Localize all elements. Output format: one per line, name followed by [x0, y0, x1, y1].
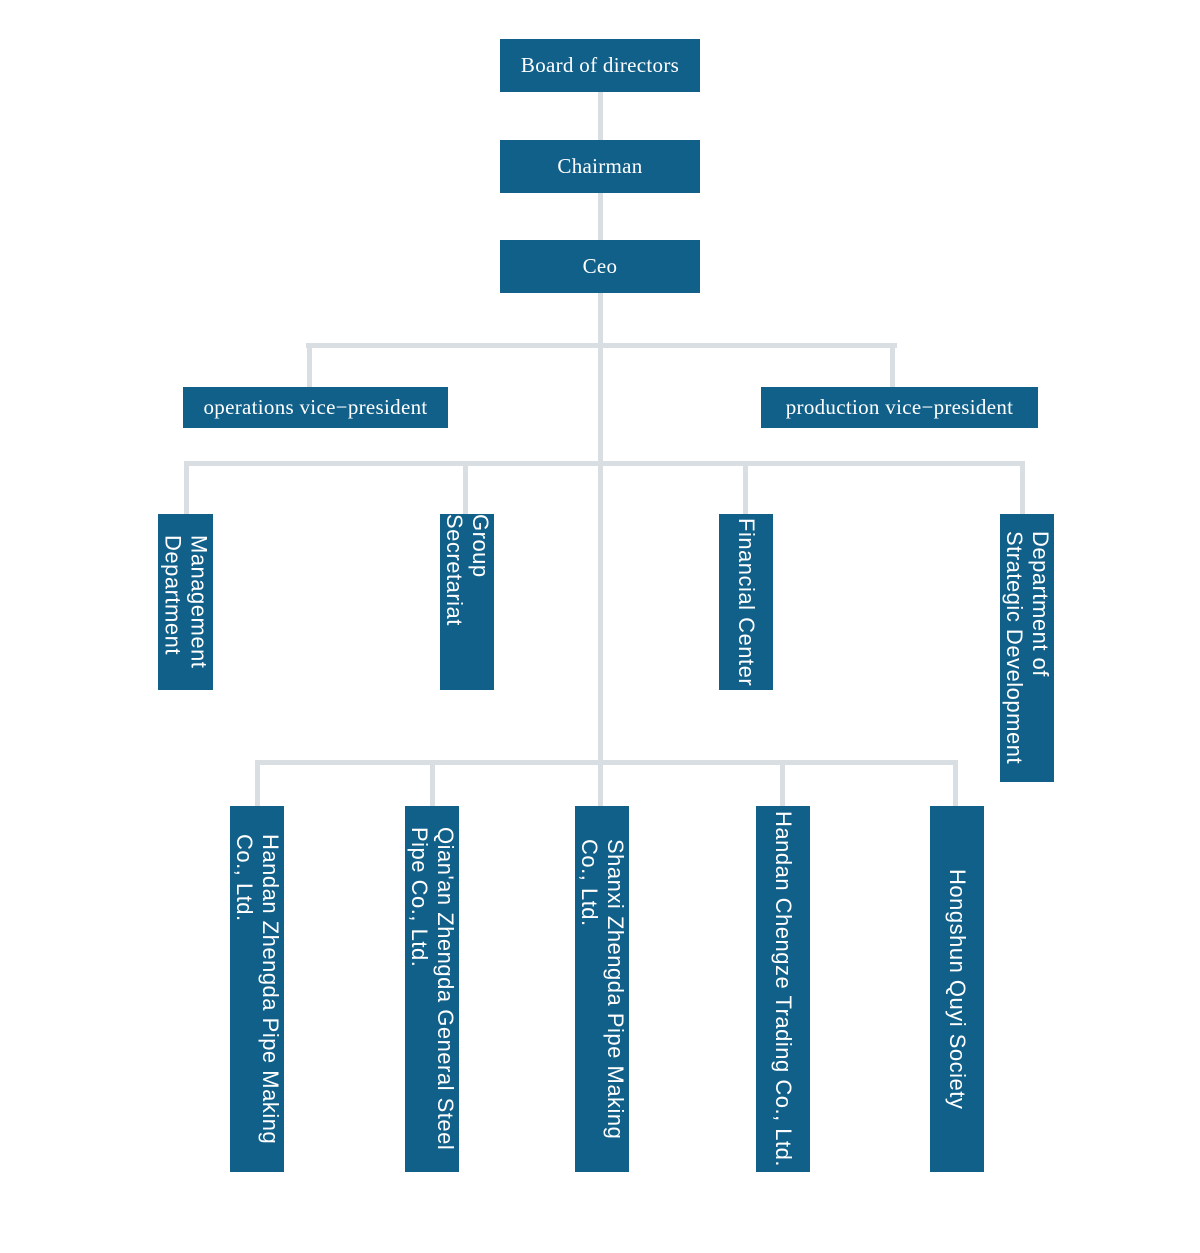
connector-subsidiary-horizontal [255, 760, 958, 765]
handan-chengze-trading-label: Handan Chengze Trading Co., Ltd. [771, 810, 796, 1167]
management-department-label: Management Department [160, 535, 212, 669]
org-node-production-vice-president: production vice−president [761, 387, 1038, 428]
connector-dept-drop-financial [743, 463, 748, 515]
org-node-ceo: Ceo [500, 240, 700, 293]
connector-central-spine [598, 92, 603, 806]
org-node-shanxi-zhengda-pipe: Shanxi Zhengda Pipe Making Co., Ltd. [575, 806, 629, 1172]
connector-sub-drop-qianan [430, 762, 435, 807]
group-secretariat-label: Group Secretariat [442, 514, 493, 626]
hongshun-quyi-society-label: Hongshun Quyi Society [945, 868, 970, 1110]
connector-dept-drop-secretariat [463, 463, 468, 515]
org-node-qianan-zhengda-steel-pipe: Qian'an Zhengda General Steel Pipe Co., … [405, 806, 459, 1172]
connector-vp-horizontal [306, 343, 897, 348]
connector-dept-drop-strategic [1020, 463, 1025, 515]
org-node-strategic-development-department: Department of Strategic Development [1000, 514, 1054, 782]
financial-center-label: Financial Center [734, 517, 759, 687]
org-node-management-department: Management Department [158, 514, 213, 690]
org-node-hongshun-quyi-society: Hongshun Quyi Society [930, 806, 984, 1172]
connector-vp-drop-operations [307, 345, 312, 388]
handan-zhengda-pipe-label: Handan Zhengda Pipe Making Co., Ltd. [232, 833, 283, 1145]
org-node-board-of-directors: Board of directors [500, 39, 700, 92]
org-node-handan-zhengda-pipe: Handan Zhengda Pipe Making Co., Ltd. [230, 806, 284, 1172]
connector-sub-drop-chengze [780, 762, 785, 807]
connector-vp-drop-production [890, 345, 895, 388]
org-node-chairman: Chairman [500, 140, 700, 193]
org-node-group-secretariat: Group Secretariat [440, 514, 494, 690]
qianan-zhengda-steel-pipe-label: Qian'an Zhengda General Steel Pipe Co., … [407, 827, 458, 1151]
connector-dept-horizontal [184, 461, 1025, 466]
strategic-development-label: Department of Strategic Development [1002, 531, 1053, 765]
org-node-financial-center: Financial Center [719, 514, 773, 690]
shanxi-zhengda-pipe-label: Shanxi Zhengda Pipe Making Co., Ltd. [577, 838, 628, 1140]
connector-sub-drop-hongshun [953, 762, 958, 807]
org-node-operations-vice-president: operations vice−president [183, 387, 448, 428]
connector-dept-drop-management [184, 463, 189, 515]
connector-sub-drop-handan-pipe [255, 762, 260, 807]
org-node-handan-chengze-trading: Handan Chengze Trading Co., Ltd. [756, 806, 810, 1172]
